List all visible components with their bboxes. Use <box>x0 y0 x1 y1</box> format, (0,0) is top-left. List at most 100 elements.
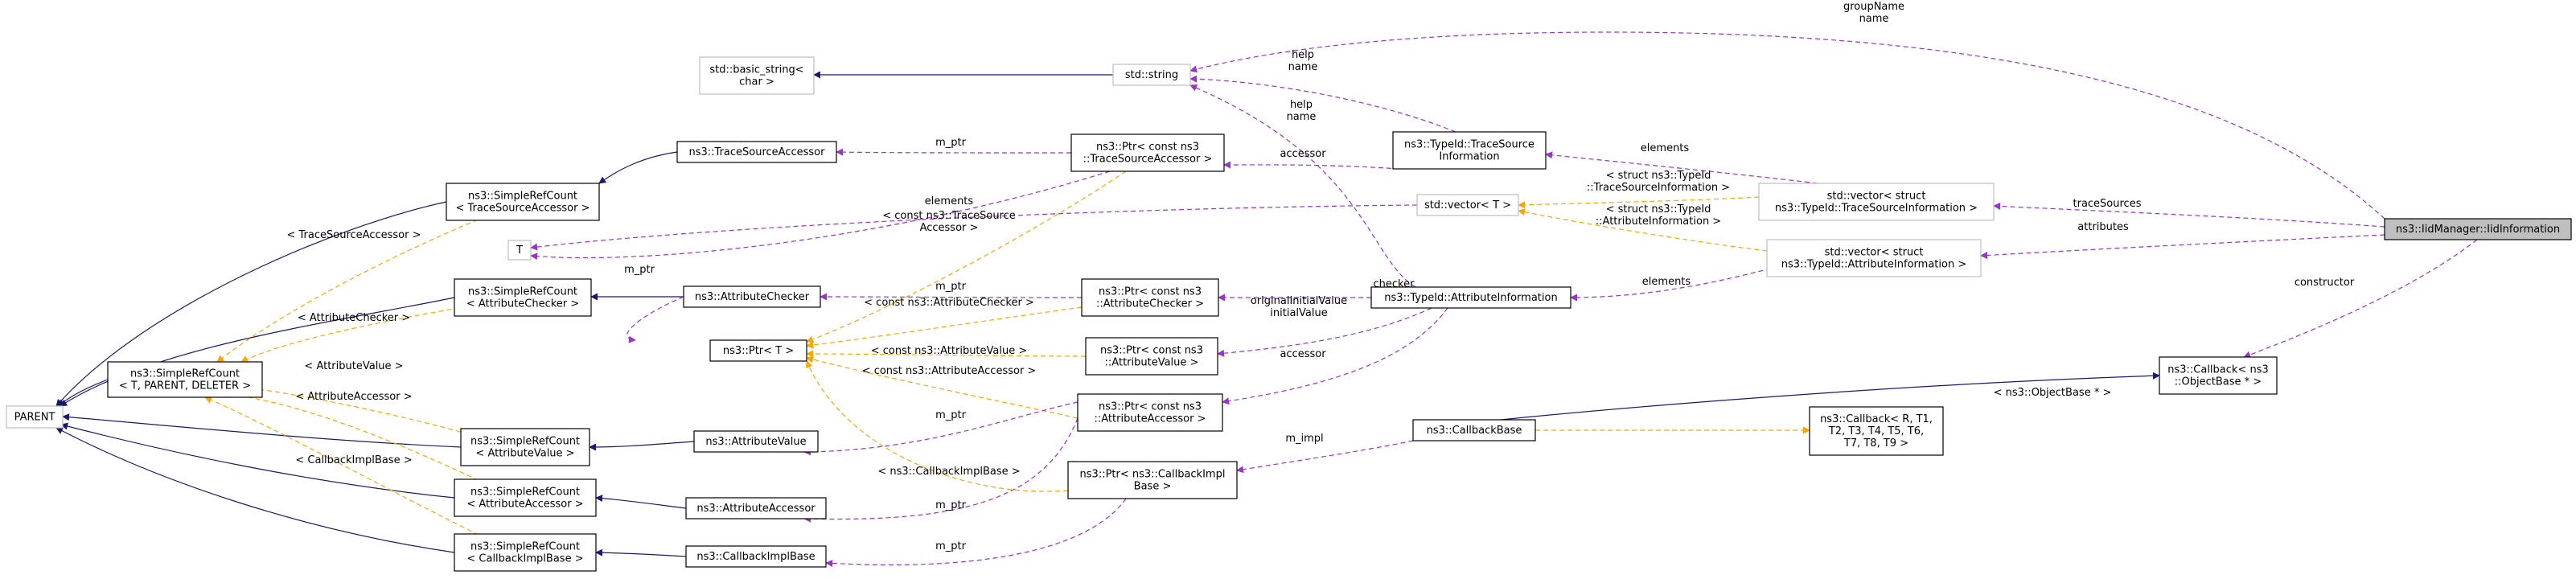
class-node-tsa[interactable]: ns3::TraceSourceAccessor <box>676 141 837 163</box>
class-node-label: T <box>516 244 523 257</box>
edge-label-line: ::TraceSourceInformation > <box>1587 182 1730 194</box>
edge-member-e43 <box>803 401 1078 456</box>
class-node-simplerefcount[interactable]: ns3::SimpleRefCount< T, PARENT, DELETER … <box>107 361 263 398</box>
class-node-label: ns3::TypeId::TraceSourceInformation > <box>1775 203 1978 215</box>
edge-label-line: m_ptr <box>935 137 967 149</box>
edge-label-line: < ns3::CallbackImplBase > <box>877 466 1020 478</box>
class-node-vec-ai[interactable]: std::vector< structns3::TypeId::Attribut… <box>1766 239 1982 277</box>
class-node-src-tsa[interactable]: ns3::SimpleRefCount< TraceSourceAccessor… <box>446 183 600 221</box>
edge-label-const-av: < const ns3::AttributeValue > <box>871 345 1028 357</box>
class-node-cbbase[interactable]: ns3::CallbackBase <box>1412 419 1536 441</box>
edge-member-e45 <box>803 417 1078 523</box>
class-node-ai[interactable]: ns3::TypeId::AttributeInformation <box>1370 286 1571 309</box>
edge-label-mptr-aa: m_ptr <box>935 499 967 511</box>
edge-member-e41 <box>1222 307 1448 405</box>
edge-label-accessor2: accessor <box>1280 348 1326 360</box>
class-node-label: std::basic_string< <box>709 64 803 76</box>
edge-label-line: elements <box>1642 276 1691 288</box>
class-node-ac[interactable]: ns3::AttributeChecker <box>683 285 821 308</box>
edge-label-line: originalInitialValue <box>1251 295 1347 307</box>
class-node-parent[interactable]: PARENT <box>6 405 64 429</box>
class-node-label: ns3::Ptr< const ns3 <box>1099 286 1202 298</box>
class-node-ptrT[interactable]: ns3::Ptr< T > <box>709 339 807 362</box>
edge-inherit-e2 <box>55 201 447 407</box>
class-node-label: ::AttributeAccessor > <box>1095 413 1206 425</box>
class-node-label: ns3::Ptr< const ns3 <box>1096 142 1199 154</box>
class-node-label: ns3::Ptr< ns3::CallbackImpl <box>1080 469 1226 481</box>
class-node-ptr-tsa[interactable]: ns3::Ptr< const ns3::TraceSourceAccessor… <box>1070 133 1225 172</box>
edge-label-line: m_ptr <box>935 281 967 293</box>
class-node-box <box>1370 286 1571 309</box>
class-node-box <box>1081 278 1219 317</box>
edge-member-e27 <box>1189 31 2385 220</box>
class-node-std-string[interactable]: std::string <box>1112 64 1191 86</box>
edge-template-e15 <box>216 201 524 363</box>
class-node-box <box>676 141 837 163</box>
class-node-label: ns3::TypeId::TraceSource <box>1404 139 1535 151</box>
class-node-box <box>1070 133 1225 172</box>
class-node-ptr-av[interactable]: ns3::Ptr< const ns3::AttributeValue > <box>1085 337 1218 376</box>
edge-label-line: < AttributeChecker > <box>298 312 410 324</box>
class-node-box <box>685 545 827 568</box>
edge-member-e37 <box>820 293 1083 301</box>
edge-label-mptr-av: m_ptr <box>935 409 967 421</box>
edge-label-av-tmpl: < AttributeValue > <box>304 360 403 372</box>
class-node-T[interactable]: T <box>507 240 532 261</box>
edge-inherit-e11 <box>595 495 687 509</box>
class-node-label: ns3::TraceSourceAccessor <box>689 146 826 158</box>
class-node-cib[interactable]: ns3::CallbackImplBase <box>685 545 827 568</box>
edge-label-mptr-tsa: m_ptr <box>935 137 967 149</box>
class-node-box <box>693 430 819 453</box>
class-node-src-cib[interactable]: ns3::SimpleRefCount< CallbackImplBase > <box>454 533 597 572</box>
class-node-tsi[interactable]: ns3::TypeId::TraceSourceInformation <box>1392 131 1547 170</box>
class-node-ptr-aa[interactable]: ns3::Ptr< const ns3::AttributeAccessor > <box>1077 393 1223 432</box>
edge-label-line: name <box>1287 111 1317 123</box>
class-node-vecT[interactable]: std::vector< T > <box>1416 194 1519 216</box>
class-node-label: ns3::TypeId::AttributeInformation <box>1384 292 1557 304</box>
edge-inherit-e10 <box>589 441 695 451</box>
edge-template-e22 <box>806 350 1087 358</box>
class-node-label: ns3::AttributeValue <box>705 436 806 448</box>
class-node-label: char > <box>739 76 774 88</box>
class-node-label: ::AttributeValue > <box>1105 357 1199 369</box>
class-node-iidinfo[interactable]: ns3::IidManager::IidInformation <box>2384 218 2572 240</box>
class-node-label: ::ObjectBase * > <box>2175 376 2262 388</box>
edge-label-line: < struct ns3::TypeId <box>1606 203 1711 216</box>
edge-template-e24 <box>806 360 1069 492</box>
edge-template-e26 <box>1518 196 1760 209</box>
edge-label-accessor1: accessor <box>1280 148 1326 160</box>
edge-label-tracesources: traceSources <box>2073 198 2142 210</box>
edge-label-line: help <box>1292 49 1314 61</box>
class-node-cb-full[interactable]: ns3::Callback< R, T1,T2, T3, T4, T5, T6,… <box>1809 406 1944 456</box>
class-node-box <box>454 278 592 317</box>
edge-label-line: < CallbackImplBase > <box>295 454 412 466</box>
class-node-label: ns3::SimpleRefCount <box>470 436 580 448</box>
edge-label-elements-tsi: elements <box>1641 142 1690 154</box>
class-node-label: < CallbackImplBase > <box>466 553 583 565</box>
class-node-cb-ob[interactable]: ns3::Callback< ns3::ObjectBase * > <box>2159 356 2278 395</box>
class-node-ptr-cib[interactable]: ns3::Ptr< ns3::CallbackImplBase > <box>1067 461 1238 499</box>
class-node-vec-tsi[interactable]: std::vector< structns3::TypeId::TraceSou… <box>1758 183 1995 221</box>
class-node-av[interactable]: ns3::AttributeValue <box>693 430 819 453</box>
class-node-src-ac[interactable]: ns3::SimpleRefCount< AttributeChecker > <box>454 278 592 317</box>
class-node-aa[interactable]: ns3::AttributeAccessor <box>685 497 827 519</box>
edge-label-elements-T: elements <box>925 195 974 207</box>
class-node-label: < T, PARENT, DELETER > <box>119 380 251 392</box>
class-node-box <box>1392 131 1547 170</box>
class-node-label: Information <box>1439 151 1499 163</box>
edge-label-line: m_ptr <box>935 409 967 421</box>
edge-label-line: < const ns3::AttributeAccessor > <box>862 365 1037 377</box>
class-node-src-av[interactable]: ns3::SimpleRefCount< AttributeValue > <box>460 428 590 466</box>
class-node-label: Base > <box>1134 481 1172 493</box>
class-node-ptr-ac[interactable]: ns3::Ptr< const ns3::AttributeChecker > <box>1081 278 1219 317</box>
class-node-box <box>107 361 263 398</box>
class-node-label: < AttributeValue > <box>475 448 574 460</box>
class-node-label: std::vector< T > <box>1424 199 1511 211</box>
class-node-box <box>1416 194 1519 216</box>
class-node-basic-string[interactable]: std::basic_string<char > <box>699 56 815 95</box>
class-node-src-aa[interactable]: ns3::SimpleRefCount< AttributeAccessor > <box>454 478 597 517</box>
